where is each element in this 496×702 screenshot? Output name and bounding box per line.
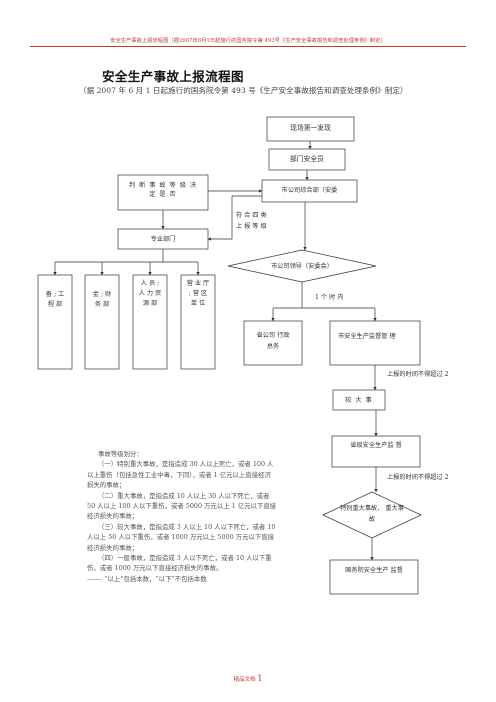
label-specialist: 专业部门 [150,236,176,243]
document-title: 安全生产事故上报流程图 [102,69,244,84]
notes-heading: 事故等级划分： [98,450,143,458]
box-large-accident [332,389,386,411]
label-col-3: 人 员 ; 人 力 资 源 部 [138,280,162,307]
header-divider [30,46,466,47]
label-provincial-office: 省公司 行政总务 [256,332,290,350]
label-large-accident: 较 大 事 [345,397,373,404]
footer-label: 精品文档 [233,677,256,683]
notes-item-2: （二）重大事故，是指造成 10 人以上 30 人以下死亡，或者 50 人以上 1… [87,491,277,521]
label-col-4: 营 业 厅 ; 营 区 单 位 [186,280,210,307]
label-leader: 市公司领导（安委会） [271,263,333,270]
label-company-office: 市公司综合部（安委 [281,187,338,194]
notes-item-1: （一）特别重大事故，是指造成 30 人以上死亡，或者 100 人以上重伤（包括急… [87,460,274,490]
label-scene: 现场第一发现 [290,124,331,132]
label-dept-safety: 部门安全员 [290,155,324,163]
label-time-limit-2: 上报的时间不得超过 2 [387,474,449,481]
label-judge: 判 断 事 故 等 级 决 定 是 否 [128,182,198,198]
page-footer: 精品文档 1 [0,674,496,683]
label-col-2: 金 ; 财 务 部 [92,291,112,308]
box-state-supervision [329,559,419,595]
notes-item-3: （三）较大事故，是指造成 3 人以上 10 人以下死亡，或者 10 人以上 50… [87,522,276,552]
label-branch-note: 符 合 四 类 上 报 等 级 [236,212,267,230]
label-state-supervision: 国务院安全生产 监督 [345,567,403,574]
label-time-limit-1: 上报的时间不得超过 2 [387,371,449,378]
accident-level-notes: 事故等级划分： （一）特别重大事故，是指造成 30 人以上死亡，或者 100 人… [87,449,277,584]
label-prov-supervision: 省级安全生产监 督 [350,442,402,449]
box-city-supervision [329,320,421,366]
label-col-1: 备 ; 工 程 部 [45,291,65,308]
document-subtitle: （据 2007 年 6 月 1 日起施行的国务院令第 493 号《生产安全事故报… [79,86,408,95]
notes-item-4: （四）一般事故，是指造成 3 人以下死亡，或者 10 人以下重伤，或者 1000… [87,554,272,573]
label-city-supervision: 市安全生产监督管 理 [338,333,396,340]
page-number: 1 [257,674,263,683]
label-within-hour: 1 个 时 内 [315,294,344,301]
notes-footnote: ------- “以上”包括本数，“以下”不包括本数 [87,574,207,583]
label-major-accident: 特别重大事故、 重大事故 [340,505,404,523]
box-scene [266,116,355,142]
diamond-major [322,491,422,539]
diamond-leader [227,249,377,283]
page-header: 安全生产事故上报流程图（据2007年6月1日起施行的国务院令第 493号《生产安… [110,38,386,44]
